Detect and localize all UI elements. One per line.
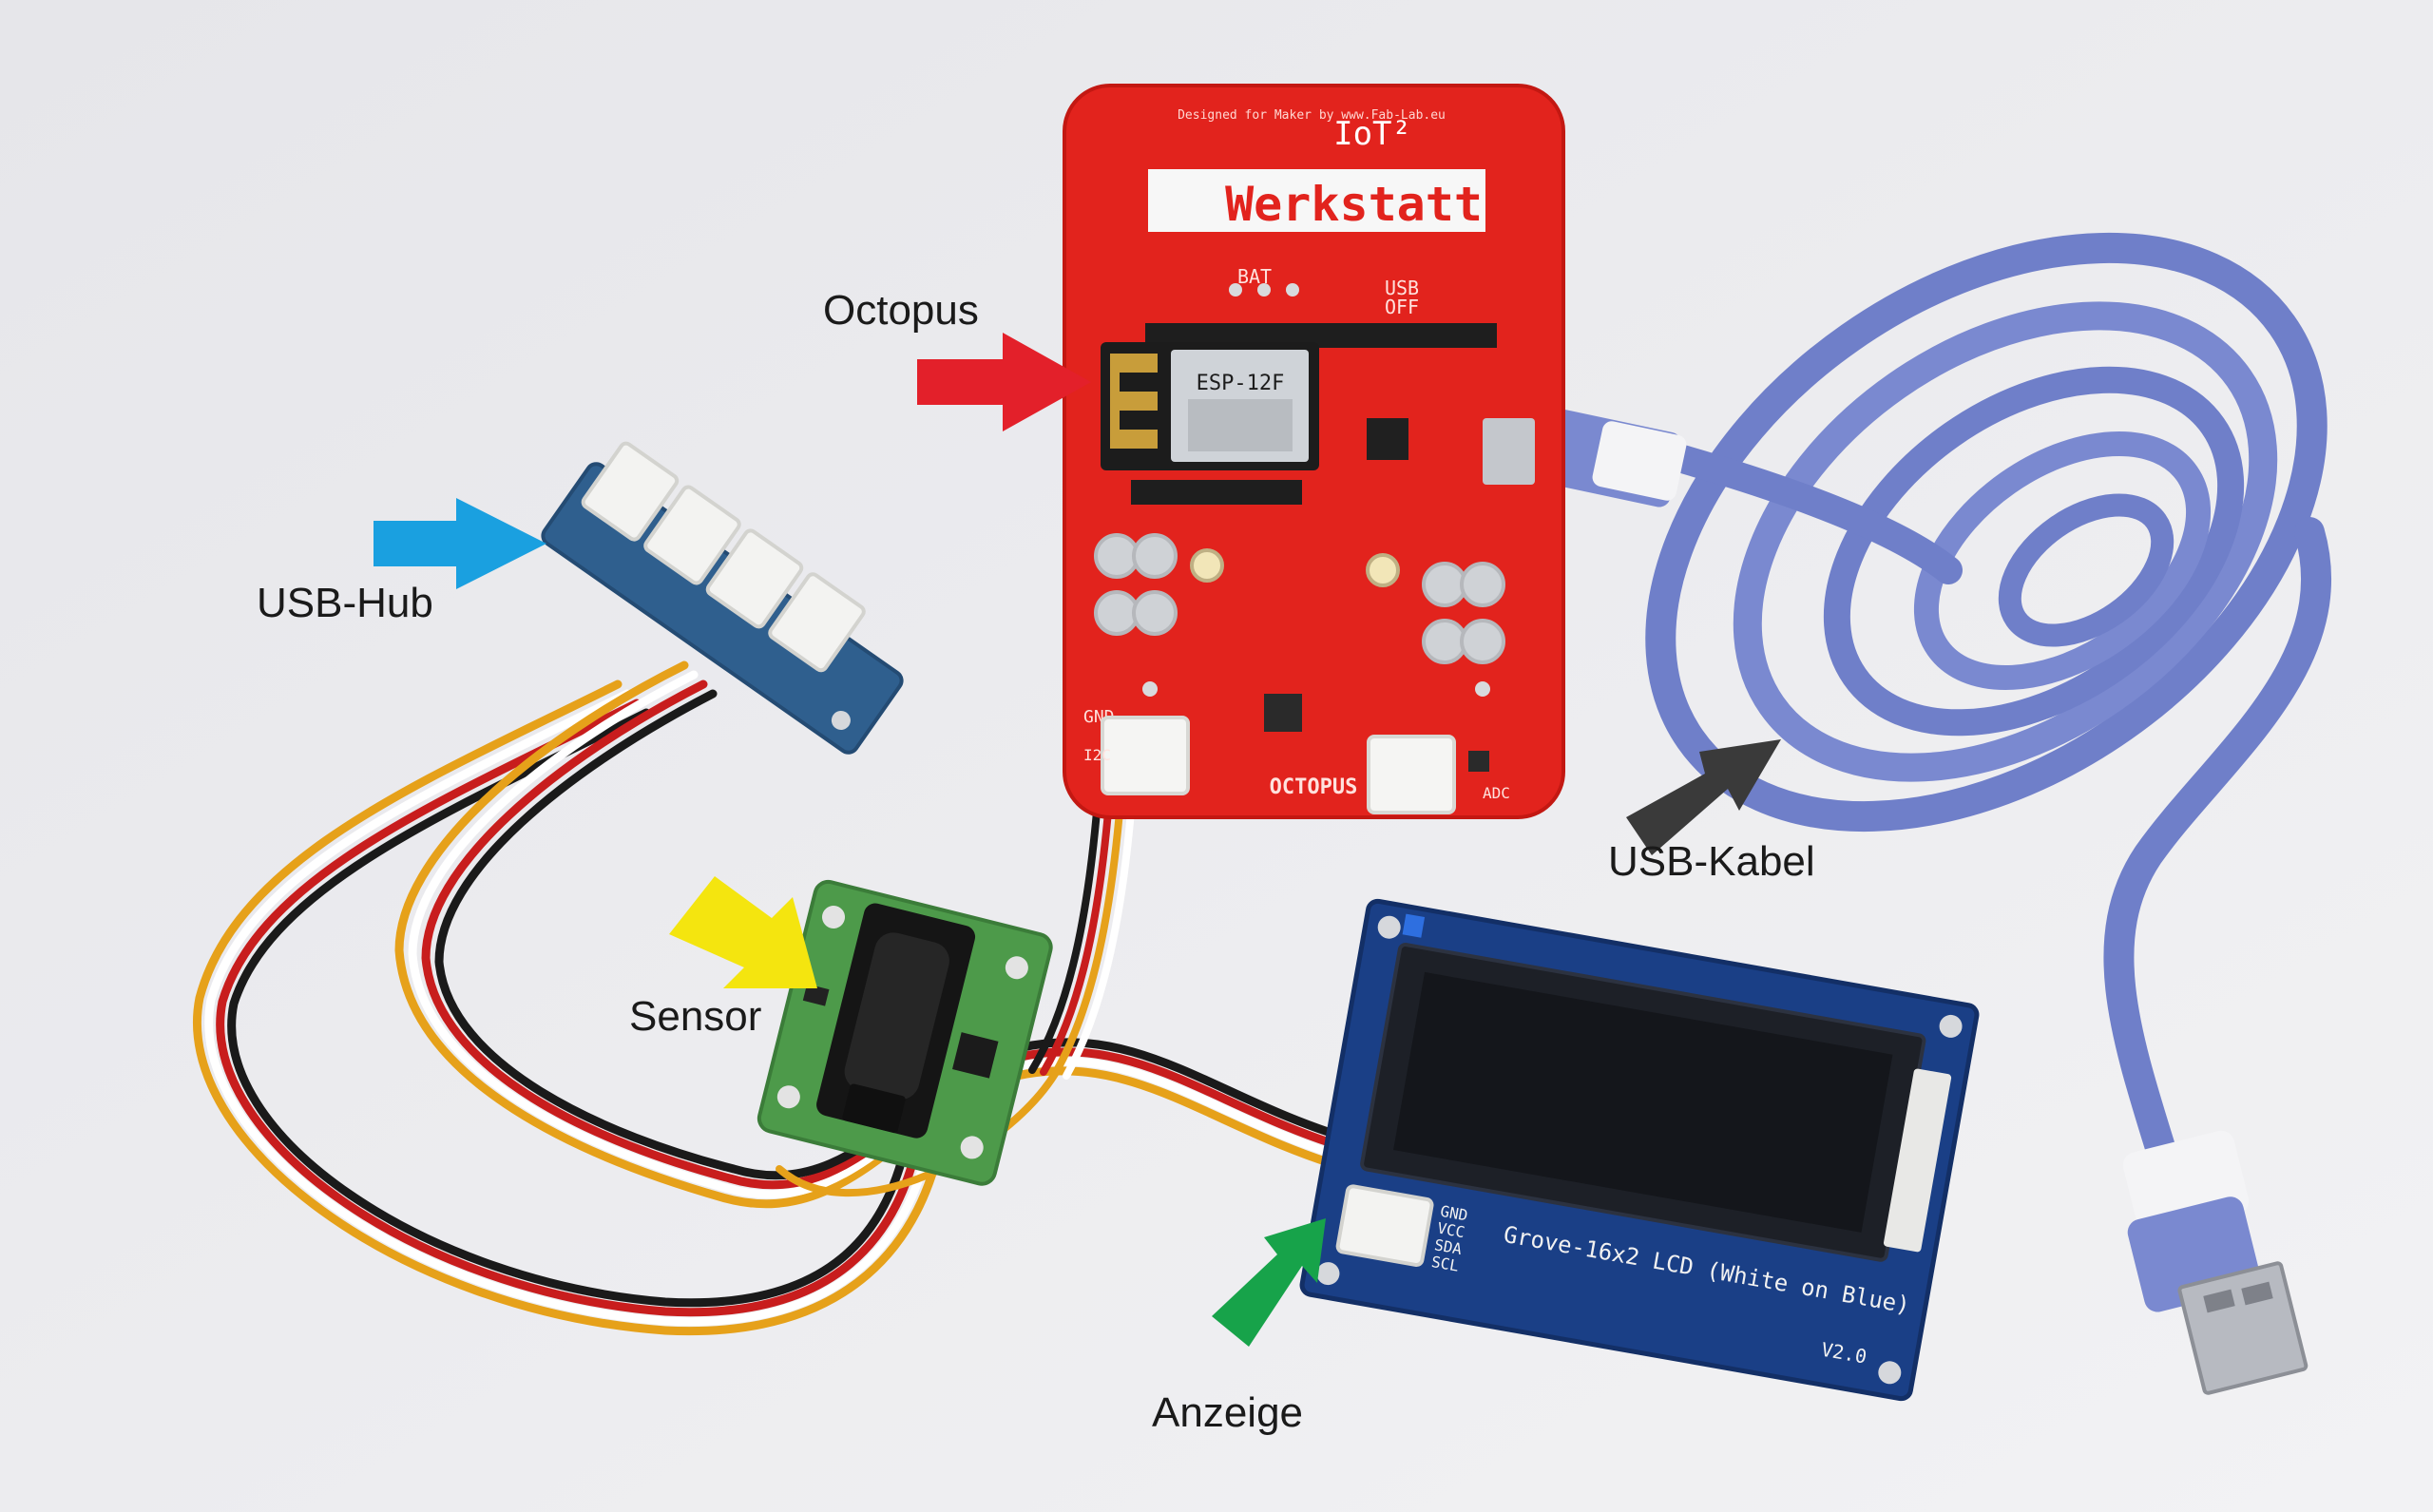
label-octopus: Octopus [823, 287, 979, 334]
arrow-sensor-icon [669, 876, 817, 988]
bme-sensor [1264, 694, 1302, 732]
chip [1367, 418, 1408, 460]
cable-board-to-hub [776, 785, 1137, 1197]
arrow-octopus-icon [917, 333, 1091, 431]
label-usb-hub: USB-Hub [257, 580, 433, 626]
usb-a-plug [2122, 1130, 2308, 1395]
cable-hub-to-lcd [394, 660, 1360, 1209]
board-off-label: OFF [1385, 296, 1419, 318]
led-left [1190, 548, 1224, 583]
board-brand-panel [1148, 169, 1485, 232]
arrow-usb-kabel-icon [1626, 739, 1781, 855]
lcd-pin-gnd: GND [1439, 1202, 1469, 1225]
board-brand-main: Werkstatt [1225, 177, 1483, 232]
label-usb-kabel: USB-Kabel [1608, 838, 1815, 885]
board-name: OCTOPUS [1270, 775, 1358, 799]
reset-button [1468, 751, 1489, 772]
lcd-pin-scl: SCL [1430, 1253, 1461, 1275]
board-usb-label: USB [1385, 277, 1419, 299]
label-anzeige: Anzeige [1152, 1389, 1304, 1436]
led-right [1366, 553, 1400, 587]
header-bottom [1131, 480, 1302, 505]
lcd-pin-vcc: VCC [1436, 1218, 1466, 1241]
micro-usb-socket [1483, 418, 1535, 485]
board-i2c-label: I2C [1083, 746, 1111, 764]
board-pads [1094, 533, 1505, 664]
grove-cables [193, 660, 1360, 1336]
sensor-module [757, 879, 1053, 1186]
board-small-holes [1142, 283, 1490, 697]
lcd-pin-sda: SDA [1433, 1235, 1464, 1258]
arrow-anzeige-icon [1212, 1218, 1326, 1347]
usb-cable [1645, 232, 2331, 1184]
arrow-usb-hub-icon [374, 498, 546, 589]
board-adc-label: ADC [1483, 784, 1510, 802]
cable-hub-to-sensor [193, 679, 946, 1336]
grove-socket-right [1367, 735, 1456, 814]
board-brand-prefix: IoT² [1333, 115, 1411, 153]
lcd-display: GND VCC SDA SCL Grove-16x2 LCD (White on… [1299, 898, 1980, 1402]
label-sensor: Sensor [629, 993, 762, 1040]
esp-module: ESP-12F [1101, 342, 1319, 470]
grove-socket-left [1101, 716, 1190, 795]
board-designer-line: Designed for Maker by www.Fab-Lab.eu [1178, 108, 1446, 123]
esp-module-label: ESP-12F [1197, 372, 1285, 395]
grove-hub [541, 441, 904, 755]
octopus-board: Werkstatt IoT² Designed for Maker by www… [1063, 84, 1565, 819]
